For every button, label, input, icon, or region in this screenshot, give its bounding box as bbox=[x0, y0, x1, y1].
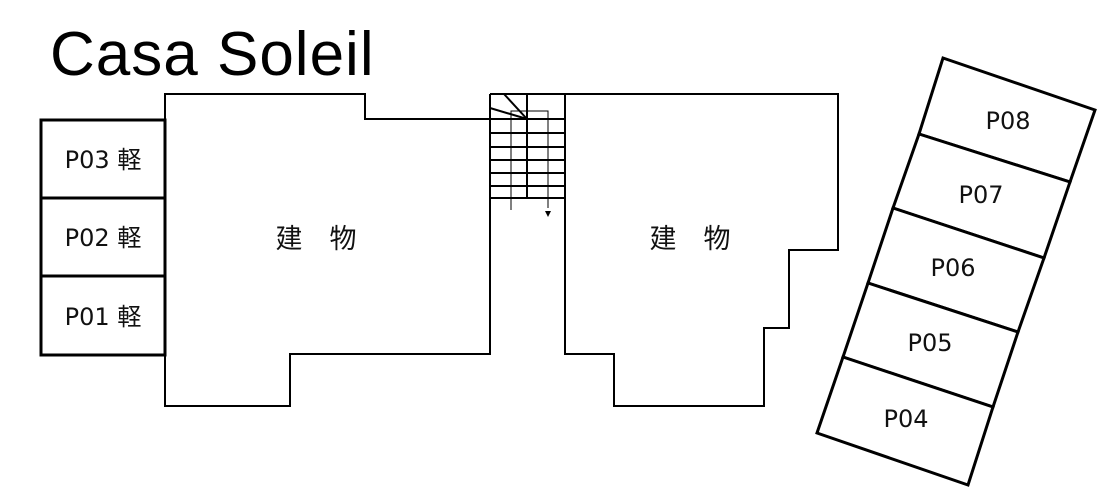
parking-label: P01 軽 bbox=[65, 303, 142, 331]
parking-label: P03 軽 bbox=[65, 146, 142, 174]
parking-label: P02 軽 bbox=[65, 224, 142, 252]
building-left[interactable]: 建 物 bbox=[164, 93, 491, 407]
stairs-icon bbox=[489, 93, 566, 217]
parking-space-p03[interactable]: P03 軽 bbox=[39, 118, 167, 200]
parking-label: P08 bbox=[985, 107, 1030, 135]
parking-label: P06 bbox=[930, 254, 975, 282]
parking-space-p02[interactable]: P02 軽 bbox=[39, 196, 167, 278]
building-right[interactable]: 建 物 bbox=[564, 93, 839, 407]
parking-space-p04[interactable]: P04 bbox=[815, 355, 995, 487]
parking-space-p08[interactable]: P08 bbox=[917, 56, 1097, 184]
parking-space-p01[interactable]: P01 軽 bbox=[39, 274, 167, 357]
parking-right-group: P08 P07 P06 P05 P04 bbox=[815, 56, 1097, 487]
property-title: Casa Soleil bbox=[50, 20, 375, 89]
building-left-label: 建 物 bbox=[276, 224, 357, 255]
down-arrow-icon bbox=[545, 211, 551, 217]
parking-label: P05 bbox=[907, 329, 952, 357]
parking-space-p05[interactable]: P05 bbox=[841, 281, 1020, 409]
parking-label: P04 bbox=[883, 405, 928, 433]
parking-left-group: P03 軽 P02 軽 P01 軽 bbox=[39, 118, 167, 357]
building-right-label: 建 物 bbox=[650, 224, 731, 255]
parking-label: P07 bbox=[958, 181, 1003, 209]
